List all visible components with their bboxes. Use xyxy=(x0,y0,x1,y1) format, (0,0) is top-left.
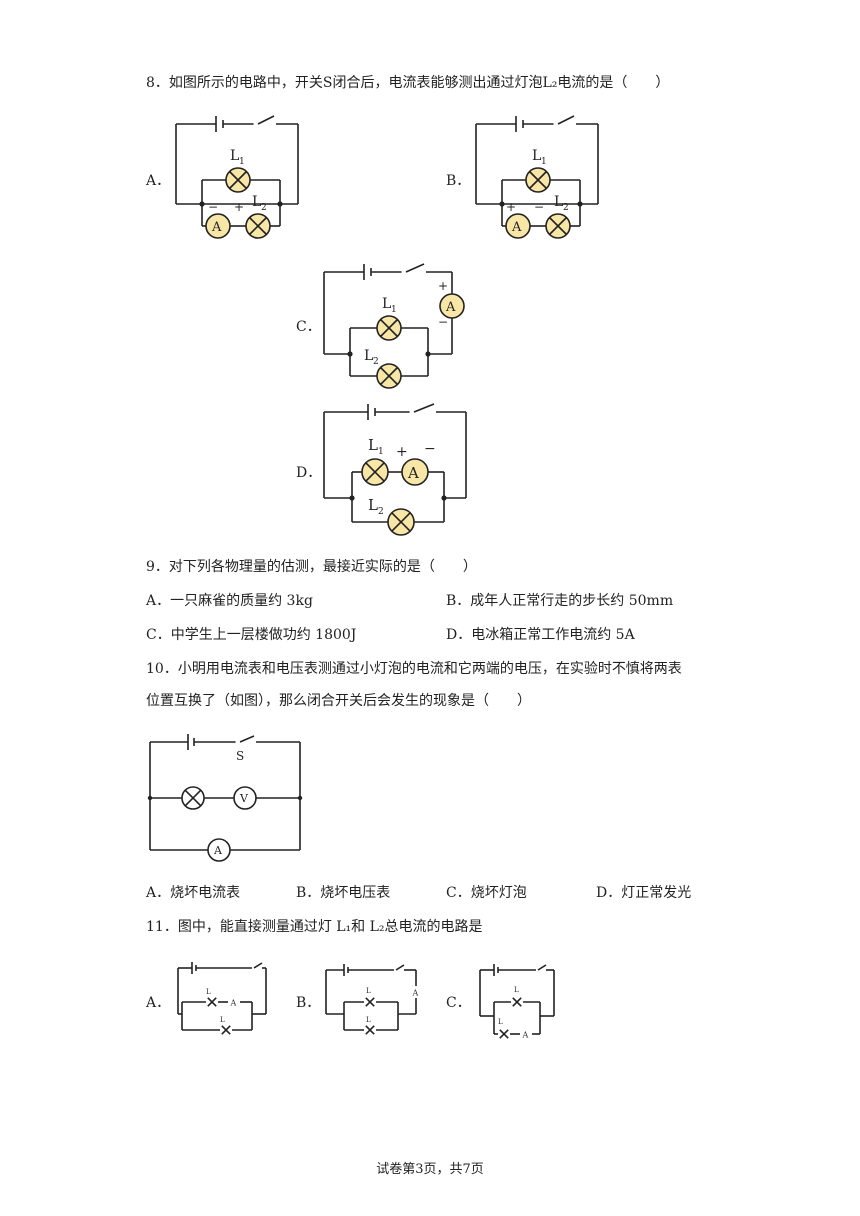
q11-option-a-label[interactable]: A． xyxy=(146,995,171,1011)
q11-circuit-b: A L L xyxy=(325,964,422,1036)
svg-text:−: − xyxy=(534,200,544,214)
svg-text:L: L xyxy=(514,986,519,994)
q9-option-a[interactable]: A．一只麻雀的质量约 3kg xyxy=(146,593,313,609)
svg-text:V: V xyxy=(239,792,249,805)
svg-text:L: L xyxy=(382,296,391,312)
svg-text:L: L xyxy=(230,148,239,164)
svg-text:2: 2 xyxy=(373,357,379,367)
svg-text:2: 2 xyxy=(378,507,384,517)
svg-text:2: 2 xyxy=(563,203,569,213)
svg-text:+: + xyxy=(506,200,516,214)
q10-option-d[interactable]: D．灯正常发光 xyxy=(596,885,692,901)
svg-text:+: + xyxy=(438,279,448,293)
svg-text:A: A xyxy=(211,220,222,235)
svg-text:L: L xyxy=(220,1016,225,1024)
q9-option-c[interactable]: C．中学生上一层楼做功约 1800J xyxy=(146,627,357,643)
q10-stem-line2: 位置互换了（如图），那么闭合开关后会发生的现象是（ ） xyxy=(146,693,531,709)
q10-option-c[interactable]: C．烧坏灯泡 xyxy=(446,885,527,901)
page-footer: 试卷第3页，共7页 xyxy=(376,1162,484,1177)
svg-text:L: L xyxy=(498,1018,503,1026)
q10-option-b[interactable]: B．烧坏电压表 xyxy=(296,885,391,901)
svg-text:L: L xyxy=(252,194,261,210)
svg-text:A: A xyxy=(213,844,223,857)
svg-text:A: A xyxy=(522,1031,529,1040)
q11-circuit-a: A L L xyxy=(177,962,267,1036)
svg-text:S: S xyxy=(236,749,244,763)
svg-text:−: − xyxy=(438,315,448,329)
svg-text:A: A xyxy=(412,989,419,998)
svg-text:−: − xyxy=(208,200,218,214)
svg-text:A: A xyxy=(511,220,522,235)
q8-stem: 8．如图所示的电路中，开关S闭合后，电流表能够测出通过灯泡L₂电流的是（ ） xyxy=(146,75,670,91)
svg-text:1: 1 xyxy=(239,157,245,167)
svg-text:1: 1 xyxy=(541,157,547,167)
q8-option-c-label[interactable]: C． xyxy=(296,319,321,335)
svg-text:L: L xyxy=(554,194,563,210)
q9-option-b[interactable]: B．成年人正常行走的步长约 50mm xyxy=(446,593,674,609)
q10-option-a[interactable]: A．烧坏电流表 xyxy=(146,885,241,901)
q8-option-b-label[interactable]: B． xyxy=(446,173,471,189)
svg-text:L: L xyxy=(366,1016,371,1024)
q8-option-a-label[interactable]: A． xyxy=(146,173,171,189)
q11-stem: 11．图中，能直接测量通过灯 L₁和 L₂总电流的电路是 xyxy=(146,919,483,935)
svg-text:−: − xyxy=(424,441,436,457)
svg-text:1: 1 xyxy=(378,447,384,457)
svg-text:1: 1 xyxy=(391,305,397,315)
svg-text:A: A xyxy=(407,464,419,482)
svg-text:A: A xyxy=(445,300,456,315)
svg-text:L: L xyxy=(368,496,378,514)
q11-option-b-label[interactable]: B． xyxy=(296,995,321,1011)
svg-text:A: A xyxy=(230,999,237,1008)
svg-text:L: L xyxy=(366,987,371,995)
q8-option-d-label[interactable]: D． xyxy=(296,465,322,481)
q10-circuit: V A S xyxy=(147,734,303,862)
q11-circuit-c: A L L xyxy=(479,964,555,1040)
svg-text:L: L xyxy=(364,348,373,364)
q10-stem-line1: 10．小明用电流表和电压表测通过小灯泡的电流和它两端的电压，在实验时不慎将两表 xyxy=(146,661,682,677)
svg-text:+: + xyxy=(396,444,408,460)
svg-text:L: L xyxy=(368,436,378,454)
q9-stem: 9．对下列各物理量的估测，最接近实际的是（ ） xyxy=(146,559,477,575)
svg-text:L: L xyxy=(206,988,211,996)
svg-text:L: L xyxy=(532,148,541,164)
q9-option-d[interactable]: D．电冰箱正常工作电流约 5A xyxy=(446,627,635,643)
svg-text:2: 2 xyxy=(261,203,267,213)
svg-text:+: + xyxy=(234,200,244,214)
q11-option-c-label[interactable]: C． xyxy=(446,995,471,1011)
